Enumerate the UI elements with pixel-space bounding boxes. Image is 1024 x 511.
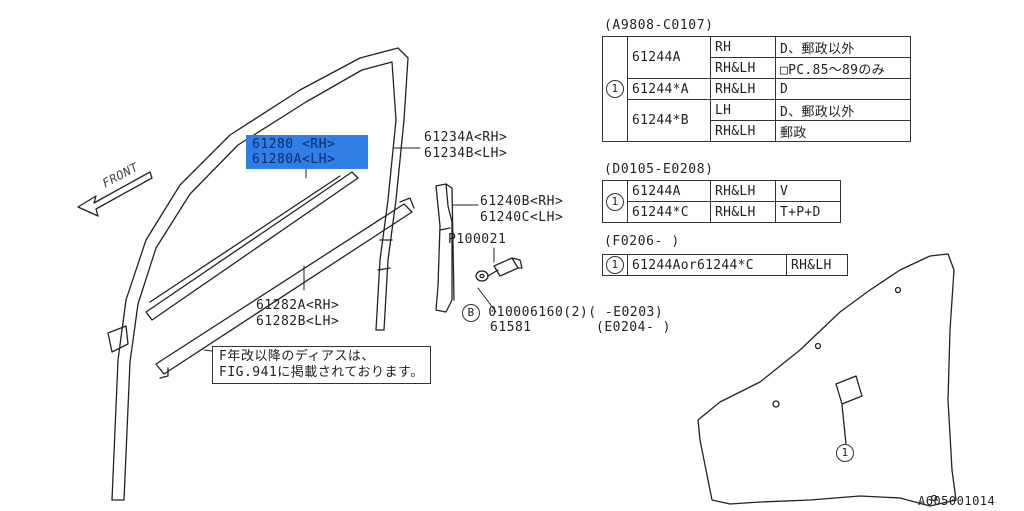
note-line-1: F年改以降のディアスは、 bbox=[219, 349, 375, 364]
callout-circle-1: 1 bbox=[836, 444, 854, 462]
table-a-note-cell: D、郵政以外 bbox=[775, 36, 911, 58]
table-a-note-cell: 郵政 bbox=[775, 120, 911, 142]
bolt-icon bbox=[487, 257, 523, 277]
part-61234a-rh-label[interactable]: 61234A<RH> bbox=[424, 130, 508, 145]
callout-1-label[interactable]: 1 bbox=[836, 444, 854, 462]
table-a-side-cell: LH bbox=[710, 99, 776, 121]
ref-circle-1: 1 bbox=[606, 192, 624, 211]
part-61581-label[interactable]: 61581 bbox=[490, 320, 532, 335]
table-a-side-cell: RH bbox=[710, 36, 776, 58]
table-b-note-cell: V bbox=[775, 180, 841, 202]
part-61240c-lh-label[interactable]: 61240C<LH> bbox=[480, 210, 564, 225]
table-a-part-cell[interactable]: 61244*B bbox=[627, 99, 711, 142]
table-a-note-cell: D、郵政以外 bbox=[775, 99, 911, 121]
note-line-2: FIG.941に掲載されております。 bbox=[219, 365, 424, 380]
table-c: 1 61244Aor61244*C RH&LH bbox=[602, 254, 848, 276]
bolt-mark-circle: B bbox=[462, 304, 480, 322]
table-c-side-cell: RH&LH bbox=[786, 254, 848, 276]
door-frame-weatherstrip bbox=[111, 47, 409, 501]
part-61282b-lh-label[interactable]: 61282B<LH> bbox=[256, 314, 340, 329]
table-c-part-cell[interactable]: 61244Aor61244*C bbox=[627, 254, 787, 276]
outer-belt-weatherstrip bbox=[155, 197, 415, 379]
table-b-part-cell[interactable]: 61244A bbox=[627, 180, 711, 202]
table-a-part-cell[interactable]: 61244*A bbox=[627, 78, 711, 100]
table-a-part-cell[interactable]: 61244A bbox=[627, 36, 711, 79]
table-a-note-cell: □PC.85～89のみ bbox=[775, 57, 911, 79]
table-b-side-cell: RH&LH bbox=[710, 180, 776, 202]
part-p100021-label[interactable]: P100021 bbox=[448, 232, 507, 247]
part-61282a-rh-label[interactable]: 61282A<RH> bbox=[256, 298, 340, 313]
table-a: 1 61244A RH D、郵政以外 RH&LH □PC.85～89のみ 612… bbox=[602, 36, 911, 142]
bolt-number-text: 010006160(2)( -E0203) bbox=[488, 305, 664, 320]
table-a-side-cell: RH&LH bbox=[710, 78, 776, 100]
washer-icon bbox=[475, 270, 489, 282]
part-61234b-lh-label[interactable]: 61234B<LH> bbox=[424, 146, 508, 161]
highlighted-part-label[interactable]: 61280 <RH> 61280A<LH> bbox=[246, 135, 368, 169]
table-c-title: (F0206- ) bbox=[604, 234, 680, 249]
table-b-side-cell: RH&LH bbox=[710, 201, 776, 223]
part-61240b-rh-label[interactable]: 61240B<RH> bbox=[480, 194, 564, 209]
table-b-note-cell: T+P+D bbox=[775, 201, 841, 223]
table-b-title: (D0105-E0208) bbox=[604, 162, 714, 177]
table-a-side-cell: RH&LH bbox=[710, 57, 776, 79]
bolt-label[interactable]: B 010006160(2)( -E0203) bbox=[462, 304, 663, 322]
front-arrow-icon bbox=[77, 171, 153, 217]
ref-circle-1: 1 bbox=[606, 80, 624, 98]
part-61280-rh-label[interactable]: 61280 <RH> bbox=[252, 137, 336, 152]
door-trim-panel bbox=[697, 253, 957, 507]
table-c-ref-cell: 1 bbox=[602, 254, 628, 276]
inner-belt-weatherstrip bbox=[107, 171, 359, 353]
range-e0204-label: (E0204- ) bbox=[596, 320, 671, 335]
note-box: F年改以降のディアスは、 FIG.941に掲載されております。 bbox=[212, 346, 431, 384]
division-bar-bracket bbox=[435, 183, 455, 313]
ref-circle-1: 1 bbox=[606, 256, 624, 274]
table-a-note-cell: D bbox=[775, 78, 911, 100]
figure-id-label: A605001014 bbox=[918, 494, 996, 508]
table-b: 1 61244A RH&LH V 61244*C RH&LH T+P+D bbox=[602, 180, 841, 223]
part-61280a-lh-label[interactable]: 61280A<LH> bbox=[252, 152, 336, 167]
table-a-title: (A9808-C0107) bbox=[604, 18, 714, 33]
table-a-ref-cell: 1 bbox=[602, 36, 628, 142]
table-b-part-cell[interactable]: 61244*C bbox=[627, 201, 711, 223]
table-a-side-cell: RH&LH bbox=[710, 120, 776, 142]
table-b-ref-cell: 1 bbox=[602, 180, 628, 223]
